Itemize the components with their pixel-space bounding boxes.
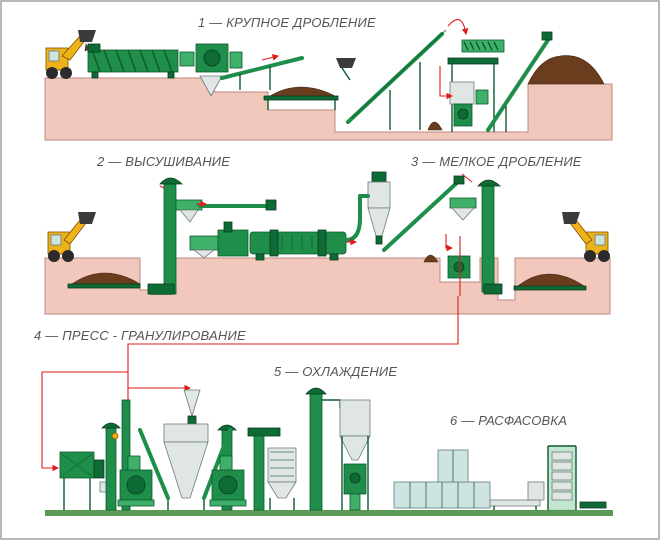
cooler-tower-icon [247,427,297,511]
stage-6-label: 6 — РАСФАСОВКА [450,413,567,428]
pallet-stack-icon [527,445,607,511]
cooler-tower-icon [339,399,371,511]
pellet-press-icon [59,451,111,510]
stage-1-label: 1 — КРУПНОЕ ДРОБЛЕНИЕ [198,15,376,30]
stage-1-ground [44,77,613,141]
packing-line-icon [393,449,541,510]
front-loader-icon [47,212,96,262]
mixer-hopper-icon [163,423,209,510]
factory-floor [45,510,613,516]
stage-5-label: 5 — ОХЛАЖДЕНИЕ [274,364,397,379]
stage-2-label: 2 — ВЫСУШИВАНИЕ [96,154,230,169]
pellet-press-icon [209,455,247,507]
crusher-icon [87,43,243,79]
crusher-icon [445,197,477,279]
pellet-press-icon [117,455,155,507]
cyclone-icon [358,171,391,245]
front-loader-icon [562,212,610,262]
conveyor-icon [220,56,304,90]
bucket-elevator-icon [147,177,183,295]
bucket-elevator-icon [477,179,503,295]
stage-4-label: 4 — ПРЕСС - ГРАНУЛИРОВАНИЕ [34,328,246,343]
stage-3-label: 3 — МЕЛКОЕ ДРОБЛЕНИЕ [411,154,582,169]
dryer-drum-icon [249,229,347,261]
front-loader-icon [45,30,96,79]
